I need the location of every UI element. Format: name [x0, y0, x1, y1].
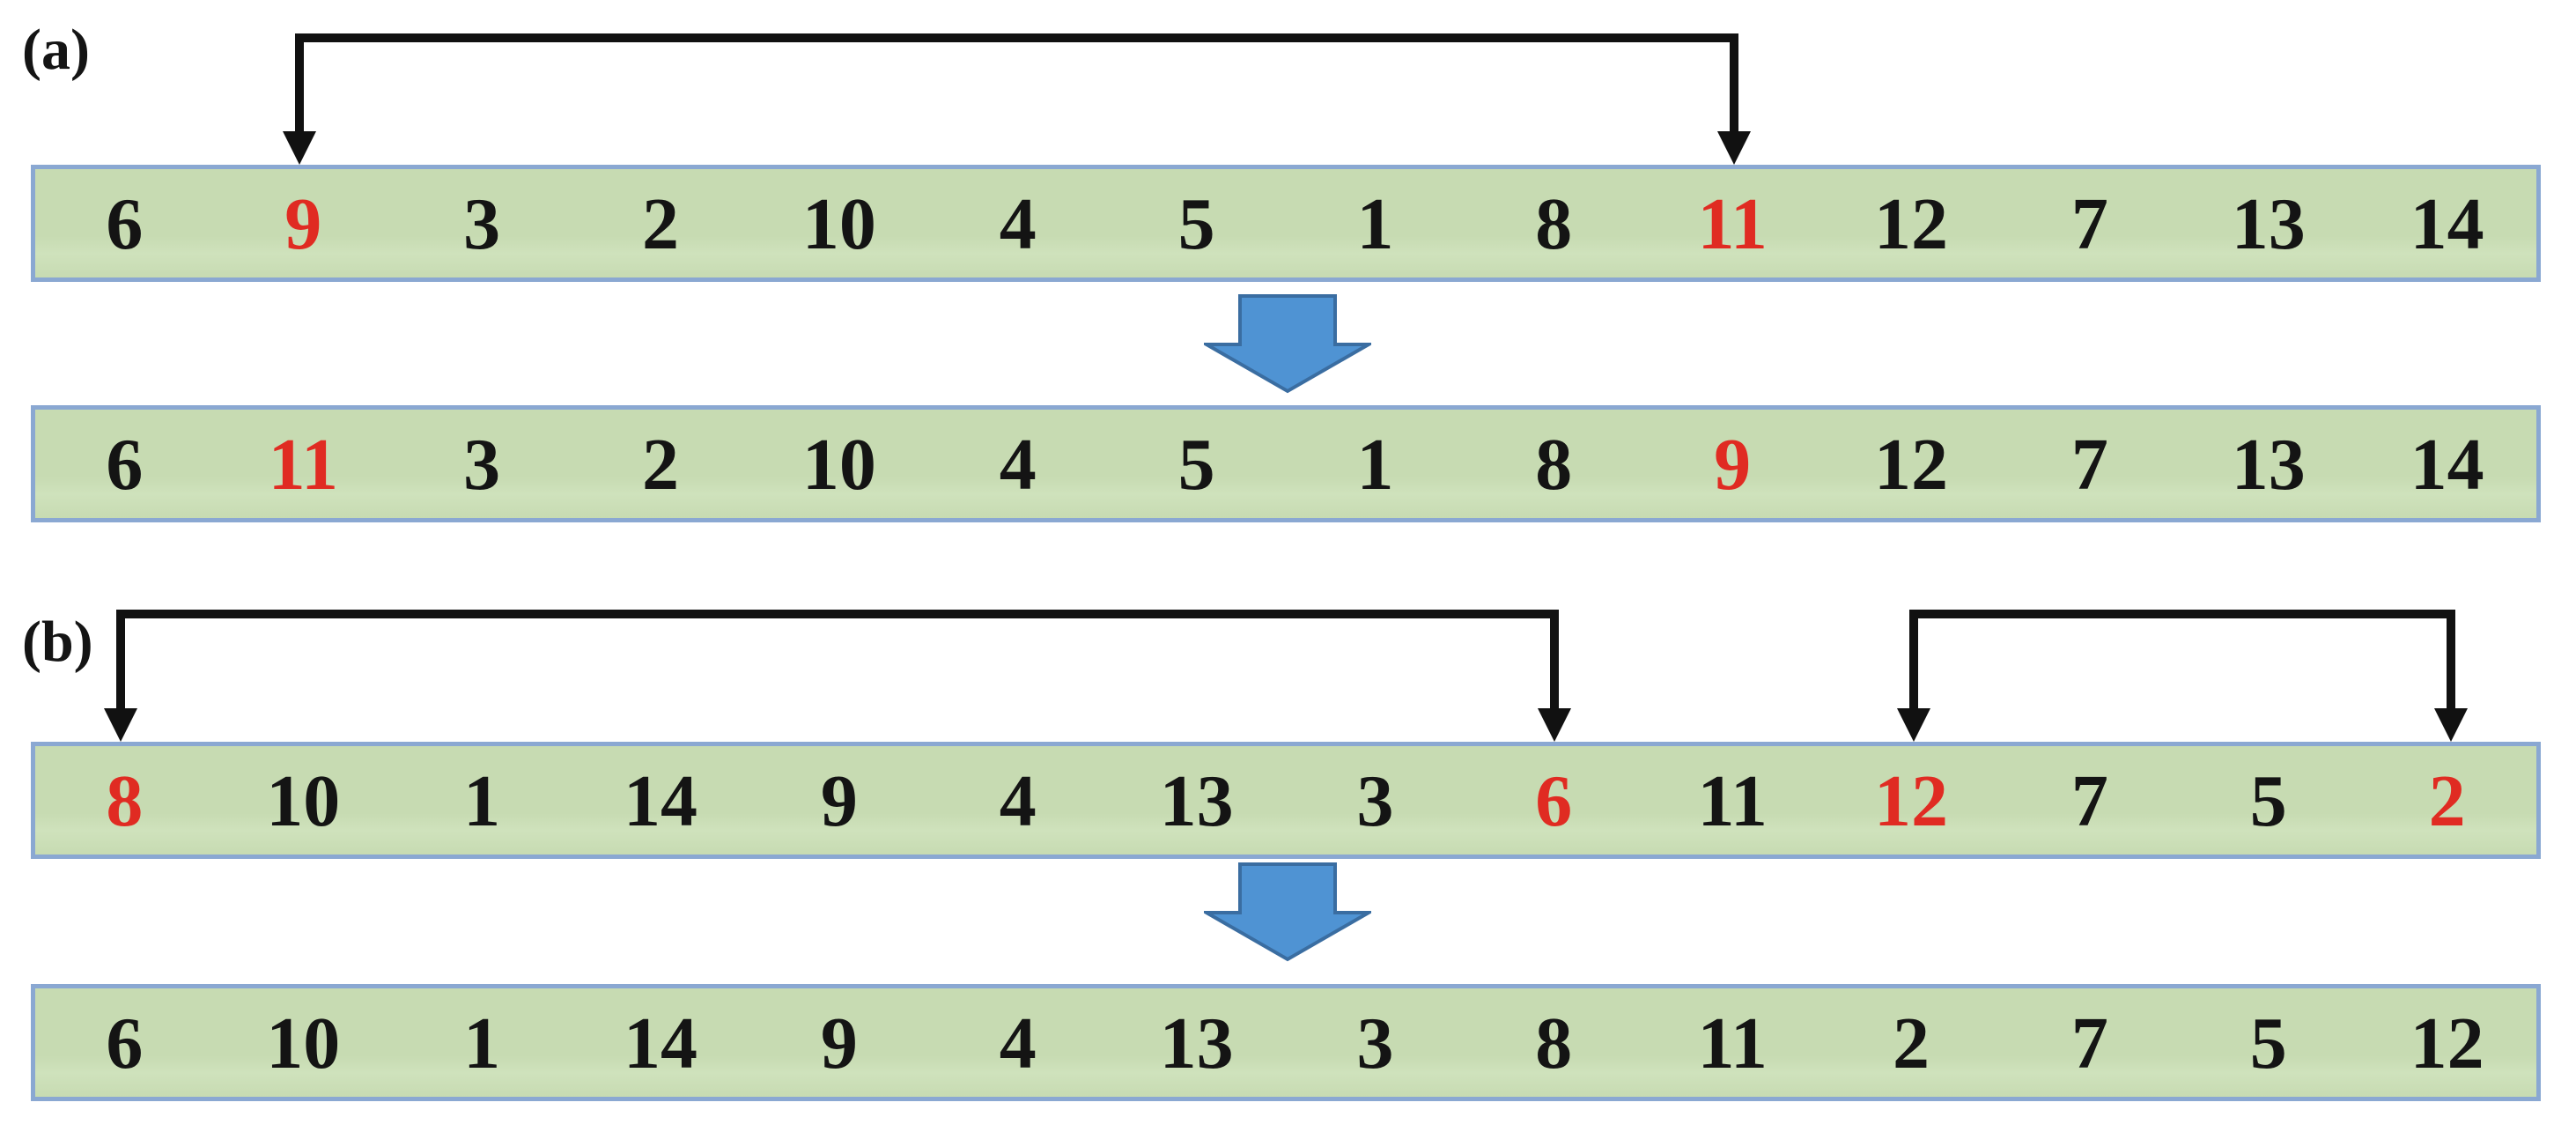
- swap-arrow-vertical: [1550, 610, 1559, 712]
- array-cell: 10: [266, 759, 341, 842]
- transform-down-arrow-icon: [1204, 294, 1371, 394]
- array-cell: 6: [106, 1002, 144, 1084]
- array-cell: 1: [1356, 182, 1394, 265]
- array-cell: 3: [463, 423, 501, 506]
- array-cell: 9: [820, 1002, 858, 1084]
- array-cell: 5: [1177, 423, 1215, 506]
- swap-arrow-arrowhead: [104, 708, 137, 742]
- array-cell: 2: [1893, 1002, 1930, 1084]
- array-cell: 12: [1874, 759, 1949, 842]
- array-cell: 2: [642, 182, 679, 265]
- array-cell: 7: [2070, 759, 2108, 842]
- array-cell: 12: [1874, 423, 1949, 506]
- swap-arrow-horizontal: [116, 610, 1559, 618]
- array-cell: 10: [801, 423, 876, 506]
- array-cell: 2: [642, 423, 679, 506]
- swap-arrow-arrowhead: [1897, 708, 1930, 742]
- array-cell: 4: [999, 1002, 1037, 1084]
- swap-arrow-arrowhead: [2434, 708, 2468, 742]
- array-cell: 8: [1535, 1002, 1573, 1084]
- array-cell: 9: [1714, 423, 1752, 506]
- array-cell: 11: [1697, 1002, 1768, 1084]
- array-cell: 12: [2410, 1002, 2484, 1084]
- array-cell: 1: [463, 1002, 501, 1084]
- swap-arrow-horizontal: [295, 33, 1738, 42]
- array-cell: 7: [2070, 423, 2108, 506]
- array-row-b-before: 8 10 1 14 9 4 13 3 6 11 12 7 5 2: [31, 742, 2541, 859]
- array-cell: 3: [1356, 759, 1394, 842]
- array-cell: 7: [2070, 1002, 2108, 1084]
- array-cell: 1: [1356, 423, 1394, 506]
- array-cell: 2: [2428, 759, 2466, 842]
- swap-arrow-arrowhead: [1538, 708, 1571, 742]
- array-cell: 11: [1697, 182, 1768, 265]
- array-cell: 4: [999, 759, 1037, 842]
- swap-arrow-vertical: [2447, 610, 2455, 712]
- array-cell: 9: [820, 759, 858, 842]
- array-cell: 14: [624, 759, 698, 842]
- panel-b-label: (b): [22, 610, 93, 674]
- array-cell: 14: [2410, 182, 2484, 265]
- array-cell: 13: [1159, 759, 1234, 842]
- array-cell: 13: [2231, 423, 2306, 506]
- panel-a-label: (a): [22, 18, 90, 82]
- array-cell: 8: [1535, 182, 1573, 265]
- array-cell: 9: [284, 182, 322, 265]
- array-row-a-before: 6 9 3 2 10 4 5 1 8 11 12 7 13 14: [31, 165, 2541, 282]
- array-cell: 12: [1874, 182, 1949, 265]
- array-cell: 10: [801, 182, 876, 265]
- array-cell: 8: [106, 759, 144, 842]
- array-cell: 3: [1356, 1002, 1394, 1084]
- array-cell: 5: [2249, 1002, 2287, 1084]
- swap-arrow-vertical: [1730, 33, 1738, 135]
- array-cell: 5: [1177, 182, 1215, 265]
- array-cell: 3: [463, 182, 501, 265]
- swap-arrow-vertical: [1909, 610, 1918, 712]
- swap-arrow-arrowhead: [1717, 131, 1751, 165]
- array-cell: 6: [106, 182, 144, 265]
- array-cell: 6: [1535, 759, 1573, 842]
- array-cell: 11: [1697, 759, 1768, 842]
- array-cell: 10: [266, 1002, 341, 1084]
- array-row-b-after: 6 10 1 14 9 4 13 3 8 11 2 7 5 12: [31, 984, 2541, 1101]
- array-cell: 1: [463, 759, 501, 842]
- array-cell: 4: [999, 423, 1037, 506]
- transform-down-arrow-icon: [1204, 862, 1371, 962]
- array-cell: 14: [624, 1002, 698, 1084]
- array-cell: 13: [2231, 182, 2306, 265]
- swap-arrow-vertical: [295, 33, 304, 135]
- swap-arrow-horizontal: [1909, 610, 2455, 618]
- array-cell: 4: [999, 182, 1037, 265]
- swap-arrow-vertical: [116, 610, 125, 712]
- array-cell: 7: [2070, 182, 2108, 265]
- array-cell: 8: [1535, 423, 1573, 506]
- swap-arrow-arrowhead: [283, 131, 316, 165]
- array-cell: 11: [268, 423, 338, 506]
- array-cell: 6: [106, 423, 144, 506]
- array-row-a-after: 6 11 3 2 10 4 5 1 8 9 12 7 13 14: [31, 405, 2541, 522]
- array-cell: 5: [2249, 759, 2287, 842]
- array-cell: 14: [2410, 423, 2484, 506]
- array-cell: 13: [1159, 1002, 1234, 1084]
